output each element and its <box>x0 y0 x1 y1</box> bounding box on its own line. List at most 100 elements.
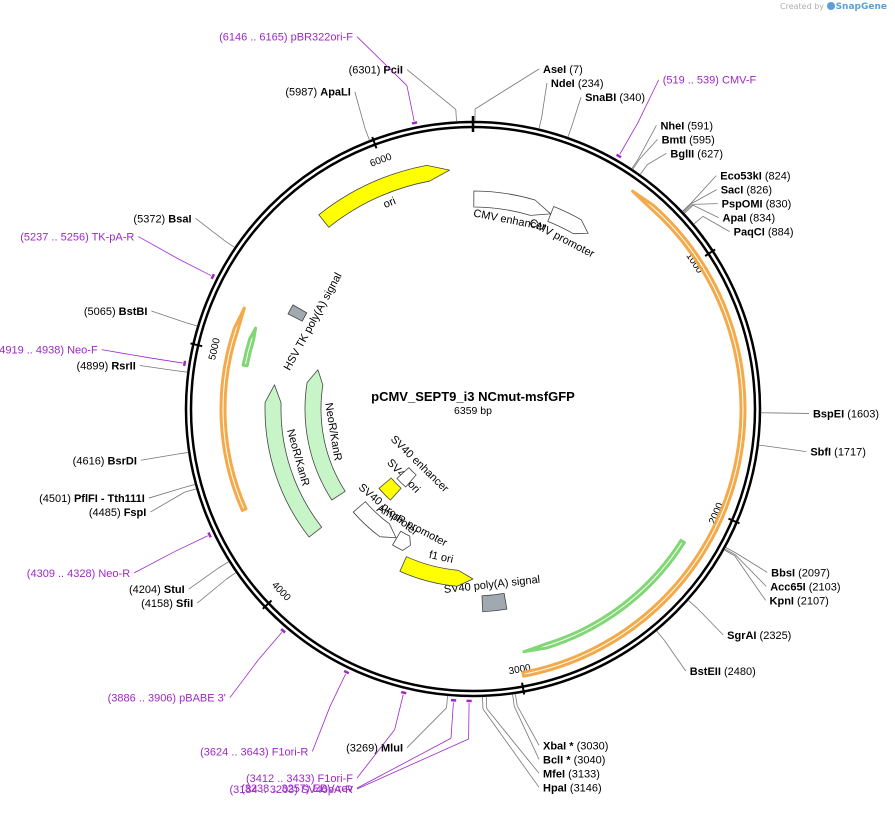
site-sgrai[interactable]: SgrAI (2325) <box>727 630 791 642</box>
site-bcli[interactable]: BclI * (3040) <box>543 754 605 766</box>
primer-pbabe-3[interactable]: (3886 .. 3906) pBABE 3' <box>108 693 226 705</box>
plasmid-name: pCMV_SEPT9_i3 NCmut-msfGFP <box>371 389 575 404</box>
site-position: (4899) <box>76 361 111 373</box>
site-line <box>538 116 543 129</box>
site-line <box>683 204 693 213</box>
site-bspei[interactable]: BspEI (1603) <box>813 408 879 420</box>
site-name: Eco53kI <box>720 171 765 183</box>
site-line <box>693 216 704 225</box>
tick-label: 6000 <box>369 151 394 169</box>
site-position: (340) <box>619 92 645 104</box>
site-name: KpnI <box>770 595 798 607</box>
site-pcii[interactable]: (6301) PciI <box>349 65 403 77</box>
site-position: (834) <box>749 213 775 225</box>
primer-ebv-rev[interactable]: (3238 .. 3257) EBV-rev <box>241 783 353 795</box>
site-acc65i[interactable]: Acc65I (2103) <box>770 581 840 593</box>
site-line <box>225 572 237 580</box>
site-paqci[interactable]: PaqCI (884) <box>734 227 794 239</box>
site-bstbi[interactable]: (5065) BstBI <box>84 306 148 318</box>
site-line <box>571 96 582 126</box>
site-name: BsaI <box>168 213 191 225</box>
site-position: (627) <box>697 148 723 160</box>
site-pspomi[interactable]: PspOMI (830) <box>722 199 792 211</box>
site-nhei[interactable]: NheI (591) <box>660 120 713 132</box>
site-position: (4204) <box>129 584 164 596</box>
site-bmti[interactable]: BmtI (595) <box>662 134 715 146</box>
tick-mark <box>371 136 378 149</box>
feature-f1-ori-5 <box>399 556 474 587</box>
site-ndei[interactable]: NdeI (234) <box>551 78 604 90</box>
site-rsrii[interactable]: (4899) RsrII <box>76 361 135 373</box>
site-name: AseI <box>543 64 569 76</box>
primer-pbr322ori-f[interactable]: (6146 .. 6165) pBR322ori-F <box>219 32 353 44</box>
feature-cds-arc-2 <box>521 189 747 678</box>
site-line <box>512 694 515 707</box>
primer-sv40pa-r[interactable]: (3184 .. 3203) SV40pA-R <box>229 784 353 796</box>
site-line <box>183 484 196 488</box>
site-stui[interactable]: (4204) StuI <box>129 584 185 596</box>
primer-neo-r[interactable]: (4309 .. 4328) Neo-R <box>27 568 130 580</box>
site-apai[interactable]: ApaI (834) <box>723 213 776 225</box>
site-line <box>486 708 540 774</box>
site-line <box>482 708 540 788</box>
site-line <box>691 189 717 204</box>
site-line <box>663 639 687 672</box>
primer-neo-f[interactable]: (4919 .. 4938) Neo-F <box>0 345 98 357</box>
primer-tk-pa-r[interactable]: (5237 .. 5256) TK-pA-R <box>20 232 134 244</box>
site-position: (4485) <box>89 507 124 519</box>
site-name: StuI <box>164 584 185 596</box>
site-line <box>682 203 692 213</box>
site-position: (824) <box>765 171 791 183</box>
tick-mark <box>262 599 273 610</box>
site-line <box>148 487 184 499</box>
site-bglii[interactable]: BglII (627) <box>670 148 723 160</box>
site-name: SbfI <box>810 447 834 459</box>
site-pflfi-tth111i[interactable]: (4501) PflFI - Tth111I <box>39 493 145 505</box>
feature-neor-kanr-10 <box>264 384 323 538</box>
site-mlui[interactable]: (3269) MluI <box>346 743 403 755</box>
feature-sv40-promoter-7 <box>352 501 397 539</box>
site-asei[interactable]: AseI (7) <box>543 64 583 76</box>
primer-bar <box>615 153 622 159</box>
site-line <box>646 152 667 166</box>
site-saci[interactable]: SacI (826) <box>721 185 772 197</box>
site-line <box>406 707 447 748</box>
primer-f1ori-r[interactable]: (3624 .. 3643) F1ori-R <box>200 746 308 758</box>
plasmid-length: 6359 bp <box>454 405 492 417</box>
site-xbai[interactable]: XbaI * (3030) <box>543 740 608 752</box>
site-name: ApaLI <box>320 87 351 99</box>
site-apali[interactable]: (5987) ApaLI <box>285 87 350 99</box>
tick-label: 4000 <box>269 580 293 604</box>
site-bsrdi[interactable]: (4616) BsrDI <box>73 455 137 467</box>
site-bbsi[interactable]: BbsI (2097) <box>771 567 830 579</box>
site-mfei[interactable]: MfeI (3133) <box>543 768 600 780</box>
primer-cmv-f[interactable]: (519 .. 539) CMV-F <box>663 75 757 87</box>
primer-line <box>356 738 469 790</box>
site-name: PspOMI <box>722 199 766 211</box>
site-sfii[interactable]: (4158) SfiI <box>141 598 193 610</box>
site-sbfi[interactable]: SbfI (1717) <box>810 447 866 459</box>
site-line <box>690 175 717 204</box>
site-line <box>446 695 448 708</box>
primer-line <box>450 702 454 739</box>
site-snabi[interactable]: SnaBI (340) <box>585 92 645 104</box>
site-line <box>692 204 719 218</box>
site-kpni[interactable]: KpnI (2107) <box>770 595 829 607</box>
primer-line <box>619 122 639 155</box>
feature-sv40-ori-8 <box>378 477 402 501</box>
site-bsteii[interactable]: BstEII (2480) <box>690 666 756 678</box>
site-line <box>150 491 185 513</box>
site-line <box>631 158 639 169</box>
primer-line <box>146 357 183 364</box>
site-hpai[interactable]: HpaI (3146) <box>543 782 602 794</box>
site-fspi[interactable]: (4485) FspI <box>89 507 146 519</box>
site-name: RsrII <box>111 361 135 373</box>
site-bsai[interactable]: (5372) BsaI <box>133 213 191 225</box>
site-eco53ki[interactable]: Eco53kI (824) <box>720 171 790 183</box>
primer-bar <box>343 669 350 675</box>
feature-cds-arc-13 <box>219 306 248 512</box>
primer-f1ori-f[interactable]: (3412 .. 3433) F1ori-F <box>246 773 353 785</box>
site-name: XbaI * <box>543 740 577 752</box>
site-position: (5987) <box>285 87 320 99</box>
